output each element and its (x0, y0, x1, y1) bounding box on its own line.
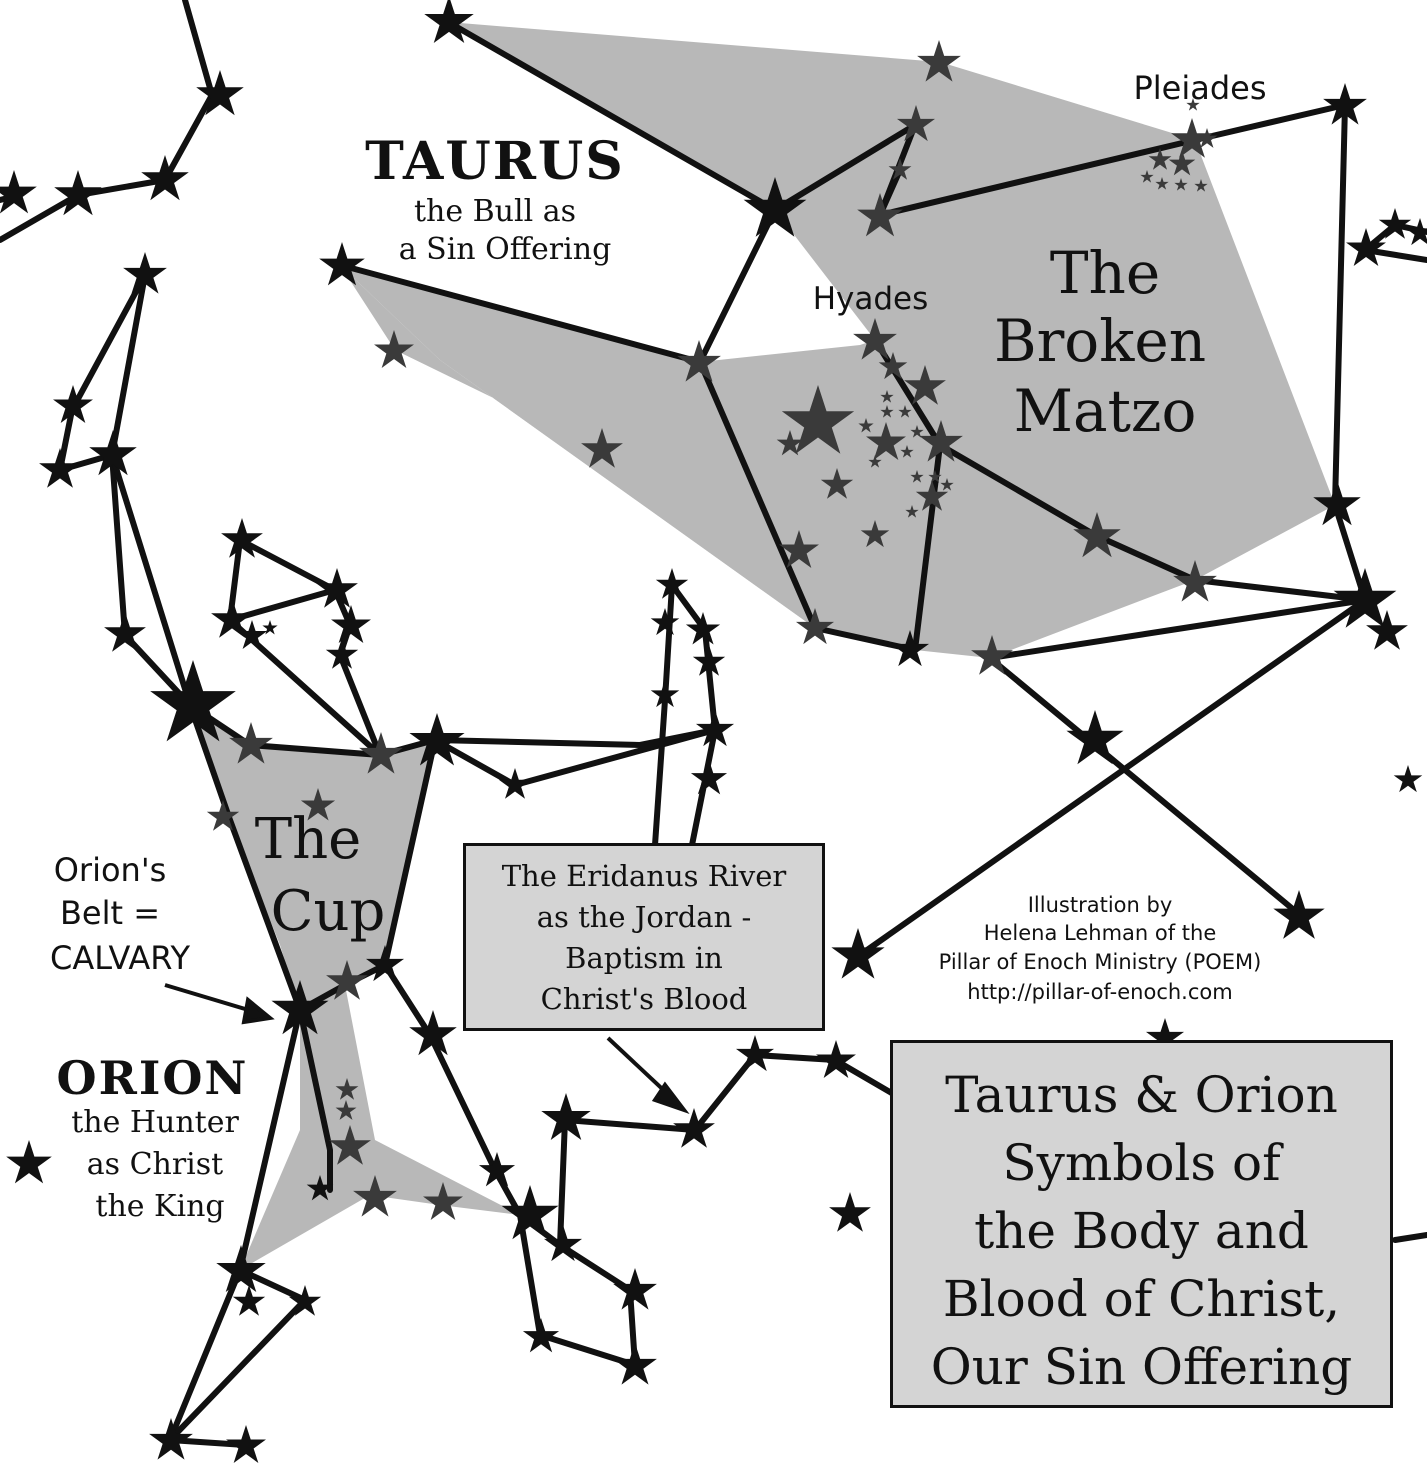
matzo-line-2: Broken (993, 307, 1207, 375)
matzo-line-3: Matzo (1013, 377, 1197, 445)
star-icon (1405, 218, 1427, 246)
orion-line-1: the Hunter (71, 1105, 239, 1140)
taurus-title: TAURUS (365, 131, 625, 192)
star-icon (522, 1318, 560, 1353)
main-title-line-4: Blood of Christ, (942, 1270, 1341, 1328)
star-icon (613, 1268, 657, 1310)
credit-line-2: Helena Lehman of the (983, 921, 1217, 945)
orion-line-3: the King (95, 1189, 225, 1224)
star-icon (1393, 765, 1423, 793)
pleiades-label: Pleiades (1133, 69, 1267, 107)
eridanus-line-2: as the Jordan - (536, 900, 752, 934)
matzo-shape (340, 22, 1335, 658)
star-icon (478, 1152, 516, 1187)
belt-line-2: Belt = (59, 894, 161, 932)
star-icon (1066, 710, 1124, 765)
taurus-line-2: a Sin Offering (398, 232, 612, 267)
credit-line-4: http://pillar-of-enoch.com (967, 980, 1233, 1004)
star-icon (829, 1192, 871, 1232)
eridanus-line-3: Baptism in (565, 941, 723, 975)
star-icon (650, 608, 680, 636)
star-icon (331, 605, 371, 643)
main-title-line-3: the Body and (974, 1202, 1309, 1260)
star-icon (613, 1343, 657, 1385)
star-icon (104, 612, 146, 652)
arrows (164, 983, 690, 1115)
taurus-line-1: the Bull as (413, 194, 577, 229)
eridanus-line-4: Christ's Blood (540, 982, 748, 1016)
star-icon (232, 1285, 266, 1316)
star-icon (141, 155, 189, 201)
main-title-line-5: Our Sin Offering (930, 1338, 1353, 1396)
cup-line-1: The (254, 807, 362, 872)
orion-title: ORION (56, 1051, 249, 1105)
matzo-line-1: The (1049, 239, 1161, 307)
credit-line-1: Illustration by (1027, 893, 1173, 917)
credit-line-3: Pillar of Enoch Ministry (POEM) (938, 950, 1262, 974)
main-title-line-2: Symbols of (1002, 1134, 1281, 1192)
eridanus-box: The Eridanus River as the Jordan - Bapti… (463, 843, 825, 1031)
hyades-label: Hyades (812, 281, 929, 317)
orion-line-2: as Christ (86, 1147, 224, 1182)
belt-line-1: Orion's (53, 851, 167, 889)
star-icon (690, 760, 728, 795)
main-title-line-1: Taurus & Orion (945, 1066, 1338, 1124)
star-icon (831, 928, 885, 979)
cup-line-2: Cup (270, 879, 386, 944)
belt-line-3: CALVARY (49, 939, 190, 977)
star-icon (0, 170, 37, 214)
main-title-box: Taurus & Orion Symbols of the Body and B… (890, 1040, 1393, 1408)
star-icon (6, 1140, 52, 1184)
star-icon (424, 0, 474, 44)
eridanus-line-1: The Eridanus River (501, 859, 787, 893)
